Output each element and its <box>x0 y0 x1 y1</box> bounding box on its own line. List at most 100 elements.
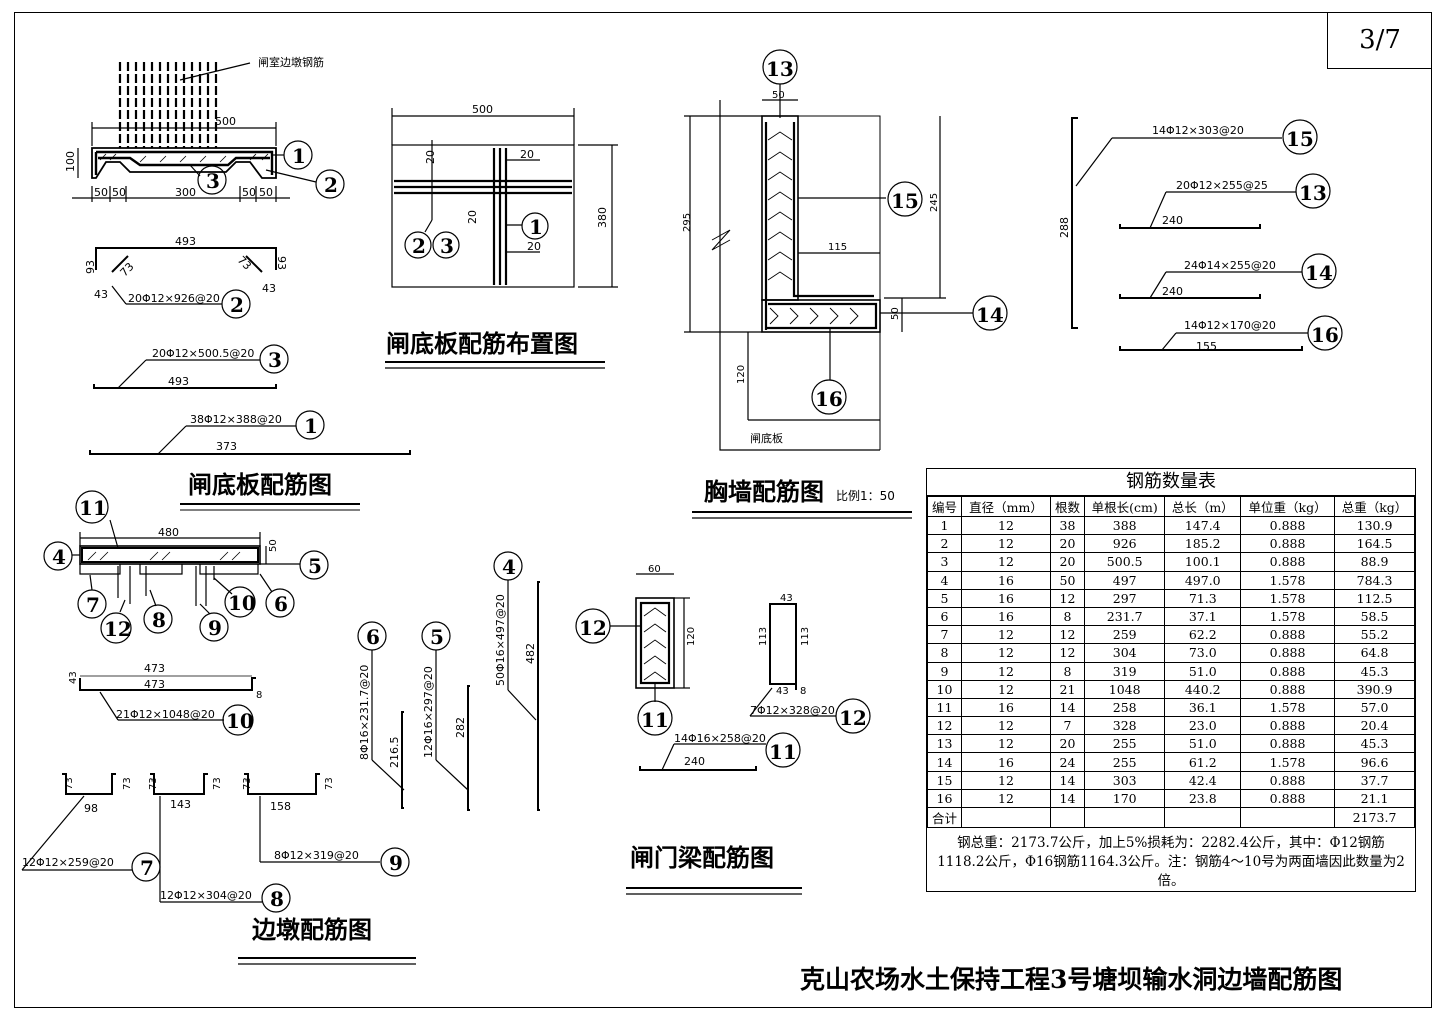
callout-12: 12 <box>104 617 132 641</box>
table-cell: 51.0 <box>1164 734 1242 754</box>
layout-sp4: 20 <box>527 240 541 253</box>
table-cell <box>1240 807 1336 828</box>
bar6-len: 216.5 <box>388 737 401 769</box>
table-caption: 钢筋数量表 <box>927 469 1415 496</box>
table-cell: 12 <box>927 716 962 736</box>
table-cell: 21 <box>1050 679 1085 699</box>
table-cell: 2 <box>927 534 962 554</box>
table-cell: 328 <box>1083 716 1166 736</box>
table-cell: 170 <box>1083 788 1166 809</box>
breast-wall-scale: 比例1：50 <box>836 489 895 503</box>
bar2-len: 493 <box>175 235 196 248</box>
callout-7b: 7 <box>140 856 154 880</box>
callout-3: 3 <box>206 169 220 193</box>
table-cell: 12 <box>1050 643 1085 663</box>
table-cell: 1.578 <box>1240 588 1336 608</box>
bar7-h-right: 73 <box>122 777 133 790</box>
table-cell: 73.0 <box>1164 643 1242 663</box>
table-cell: 231.7 <box>1083 606 1166 627</box>
table-cell: 304 <box>1083 643 1166 663</box>
table-cell: 319 <box>1083 661 1166 681</box>
table-cell: 7 <box>927 625 962 645</box>
rebar-quantity-table: 钢筋数量表 编号 直径（mm） 根数 单根长(cm) 总长（m） 单位重（kg）… <box>926 468 1416 892</box>
table-cell: 500.5 <box>1083 552 1166 572</box>
callout-4b: 4 <box>502 555 516 579</box>
table-cell: 20.4 <box>1334 716 1415 736</box>
table-grid: 编号 直径（mm） 根数 单根长(cm) 总长（m） 单位重（kg） 总重（kg… <box>927 496 1415 828</box>
table-cell: 64.8 <box>1334 643 1415 663</box>
layout-callout-1: 1 <box>529 215 543 239</box>
table-cell: 297 <box>1083 588 1166 608</box>
table-cell: 185.2 <box>1164 534 1242 554</box>
table-cell: 45.3 <box>1334 734 1415 754</box>
table-cell: 50 <box>1050 570 1085 590</box>
table-cell: 10 <box>927 679 962 699</box>
table-cell: 440.2 <box>1164 679 1242 699</box>
bar14-len: 240 <box>1162 285 1183 298</box>
bar13-spec: 20Φ12×255@25 <box>1176 179 1268 192</box>
table-cell: 0.888 <box>1240 734 1336 754</box>
bw-bottom-thk: 50 <box>890 307 901 320</box>
bar5-spec: 12Φ16×297@20 <box>422 666 435 758</box>
bar1-spec: 38Φ12×388@20 <box>190 413 282 426</box>
table-cell: 0.888 <box>1240 770 1336 790</box>
table-cell: 259 <box>1083 625 1166 645</box>
table-cell: 21.1 <box>1334 788 1415 809</box>
breast-bars: 288 14Φ12×303@20 15 20Φ12×255@25 240 13 … <box>1058 117 1343 353</box>
slab-dim-b3: 300 <box>175 186 196 199</box>
table-cell: 20 <box>1050 734 1085 754</box>
bar9-spec: 8Φ12×319@20 <box>274 849 359 862</box>
total-label: 合计 <box>927 807 962 828</box>
table-cell: 37.1 <box>1164 606 1242 627</box>
callout-6b: 6 <box>366 625 380 649</box>
bar10-left: 43 <box>68 671 79 684</box>
table-cell: 23.0 <box>1164 716 1242 736</box>
callout-4: 4 <box>52 545 66 569</box>
table-cell: 130.9 <box>1334 515 1415 536</box>
table-cell: 15 <box>927 770 962 790</box>
table-cell: 20 <box>1050 534 1085 554</box>
layout-sp2: 20 <box>466 210 479 224</box>
callout-8: 8 <box>152 608 166 632</box>
callout-10b: 10 <box>226 709 254 733</box>
bar9-w: 158 <box>270 800 291 813</box>
table-cell: 62.2 <box>1164 625 1242 645</box>
table-cell: 3 <box>927 552 962 572</box>
layout-sp1: 20 <box>424 150 437 164</box>
bar8-spec: 12Φ12×304@20 <box>160 889 252 902</box>
col-header: 单根长(cm) <box>1083 496 1166 517</box>
bw-height-right: 245 <box>929 193 940 212</box>
pier-rebar-label: 闸室边墩钢筋 <box>258 55 324 69</box>
table-cell: 0.888 <box>1240 661 1336 681</box>
col-header: 总长（m） <box>1164 496 1242 517</box>
table-cell <box>1083 807 1166 828</box>
table-cell: 1.578 <box>1240 752 1336 772</box>
table-cell: 497.0 <box>1164 570 1242 590</box>
slab-dim-b1: 50 <box>94 186 108 199</box>
table-cell: 784.3 <box>1334 570 1415 590</box>
bar3-spec: 20Φ12×500.5@20 <box>152 347 254 360</box>
layout-width: 500 <box>472 103 493 116</box>
bar7-w: 98 <box>84 802 98 815</box>
table-cell: 12 <box>1050 588 1085 608</box>
table-header-row: 编号 直径（mm） 根数 单根长(cm) 总长（m） 单位重（kg） 总重（kg… <box>927 496 1415 517</box>
table-cell <box>1050 807 1085 828</box>
table-cell: 0.888 <box>1240 716 1336 736</box>
table-cell: 255 <box>1083 734 1166 754</box>
table-cell: 16 <box>927 788 962 809</box>
callout-7: 7 <box>86 593 100 617</box>
callout-8b: 8 <box>270 887 284 911</box>
bw-inner-width: 115 <box>828 242 847 253</box>
callout-15: 15 <box>891 189 919 213</box>
table-cell: 42.4 <box>1164 770 1242 790</box>
bar9-h-right: 73 <box>324 777 335 790</box>
